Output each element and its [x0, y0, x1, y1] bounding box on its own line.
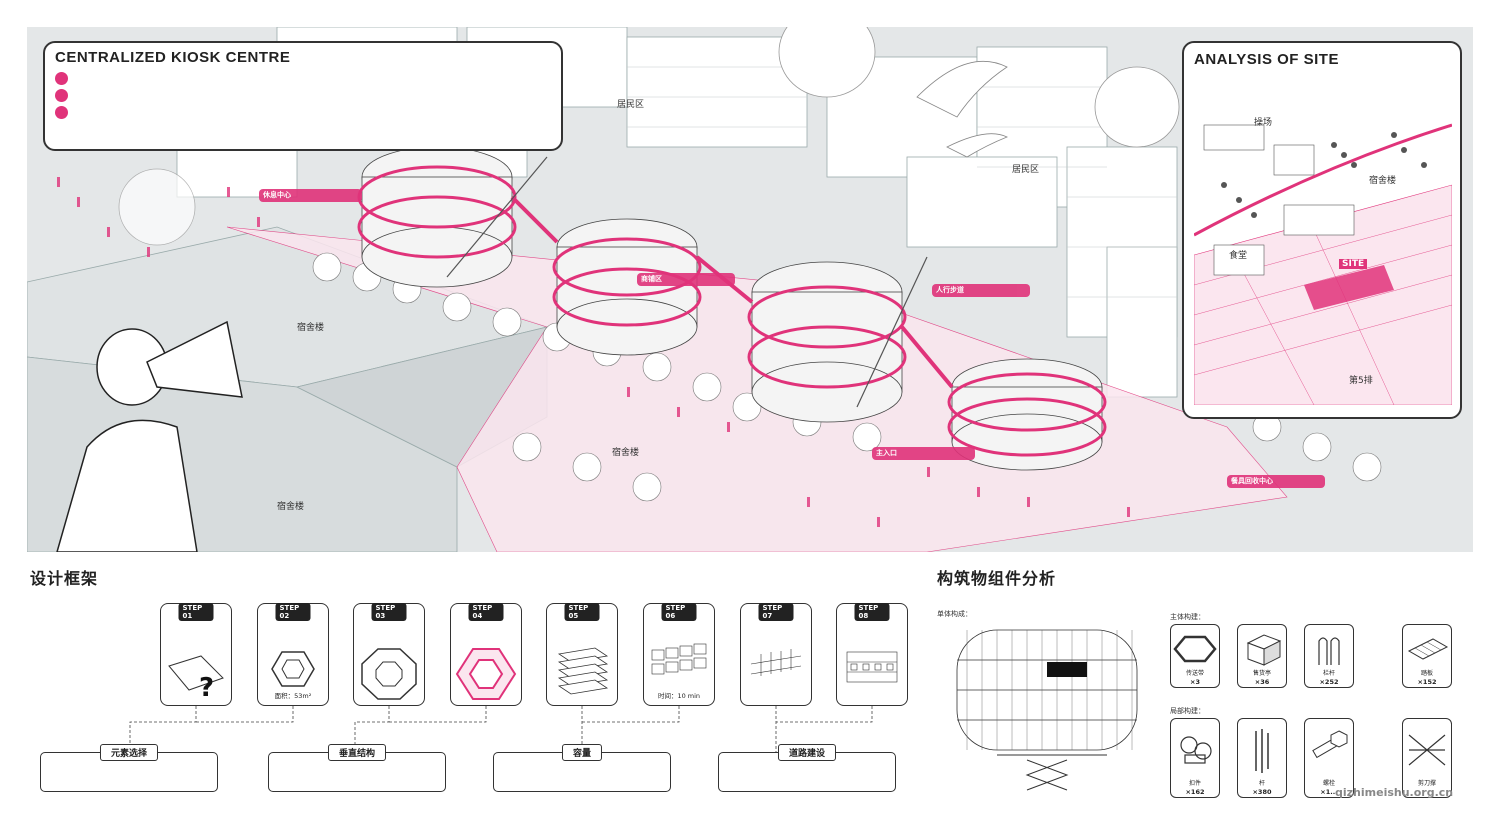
- step-text: [841, 621, 903, 643]
- component-scissor-brace: 剪刀撑: [1402, 718, 1452, 798]
- step-card-4: STEP 04: [450, 603, 522, 706]
- framework-box-head: 垂直结构: [327, 744, 387, 761]
- step-tag: STEP 03: [371, 603, 407, 621]
- components-intro: [937, 589, 1467, 609]
- callout-walkway: 人行步道: [932, 284, 1030, 297]
- component-pole: 杆 ×380: [1237, 718, 1287, 798]
- component-kiosk: 售货亭 ×36: [1237, 624, 1287, 688]
- site-label-row5: 第5排: [1349, 376, 1373, 386]
- step-text: [455, 621, 517, 643]
- question-mark-icon: ?: [168, 655, 224, 703]
- site-map: [1194, 105, 1452, 405]
- step-caption: 时间：10 min: [657, 692, 701, 700]
- main-title: CENTRALIZED KIOSK CENTRE: [55, 49, 291, 66]
- dorm-label-1: 宿舍楼: [297, 323, 325, 333]
- step-text: [165, 621, 227, 643]
- step-tag: STEP 05: [564, 603, 600, 621]
- framework-box-head: 元素选择: [99, 744, 159, 761]
- step-text: [745, 621, 807, 643]
- step-text: [648, 621, 710, 643]
- tread-icon: [1407, 638, 1449, 660]
- step-card-3: STEP 03: [353, 603, 425, 706]
- framework-box-head: 容量: [561, 744, 603, 761]
- step-card-7: STEP 07: [740, 603, 812, 706]
- hexagon-icon: [271, 651, 315, 687]
- octagon-ring-icon: [361, 648, 417, 700]
- conveyor-icon: [1173, 635, 1217, 663]
- step-tag: STEP 04: [468, 603, 504, 621]
- component-conveyor: 传送带 ×3: [1170, 624, 1220, 688]
- kiosk-elevation-drawing: [956, 629, 1138, 791]
- site-label-site: SITE: [1339, 259, 1368, 269]
- kiosk-centre-panel: CENTRALIZED KIOSK CENTRE: [43, 41, 563, 151]
- step-tag: STEP 02: [275, 603, 311, 621]
- step-text: [358, 621, 420, 643]
- component-tread: 踏板 ×152: [1402, 624, 1452, 688]
- framework-intro: [30, 633, 150, 703]
- components-title: 构筑物组件分析: [937, 569, 1057, 588]
- kiosk-grid-icon: [651, 643, 707, 675]
- site-title: ANALYSIS OF SITE: [1194, 51, 1339, 68]
- single-label: 单体构成：: [937, 610, 972, 618]
- svg-text:?: ?: [199, 673, 214, 703]
- site-label-playground: 操场: [1254, 118, 1273, 128]
- site-label-canteen: 食堂: [1229, 251, 1248, 261]
- step-text: [262, 621, 324, 643]
- step-card-1: STEP 01 ?: [160, 603, 232, 706]
- watermark: qizhimeishu.org.cn: [1335, 786, 1454, 799]
- step-text: [551, 621, 613, 643]
- callout-main-entrance: 主入口: [872, 447, 975, 460]
- framework-box-road: 道路建设: [718, 744, 896, 792]
- residential-label-1: 居民区: [617, 100, 645, 110]
- bullet-1: [55, 72, 68, 85]
- dorm-label-3: 宿舍楼: [277, 502, 305, 512]
- step-caption: 面积：53m²: [274, 692, 312, 700]
- component-railing: 栏杆 ×252: [1304, 624, 1354, 688]
- dorm-label-2: 宿舍楼: [612, 448, 640, 458]
- complete-structure-icon: [846, 651, 898, 683]
- step-tag: STEP 06: [661, 603, 697, 621]
- scissor-brace-icon: [1408, 734, 1446, 766]
- step-card-5: STEP 05: [546, 603, 618, 706]
- residential-label-2: 居民区: [1012, 165, 1040, 175]
- callout-shop-zone: 商铺区: [637, 273, 735, 286]
- callout-tableware-recycling: 餐具回收中心: [1227, 475, 1325, 488]
- step-tag: STEP 07: [758, 603, 794, 621]
- bullet-3: [55, 106, 68, 119]
- bolt-icon: [1312, 730, 1348, 759]
- pole-icon: [1255, 729, 1269, 773]
- step-card-8: STEP 08: [836, 603, 908, 706]
- callout-rest-centre: 休息中心: [259, 189, 362, 202]
- step-card-2: STEP 02 面积：53m²: [257, 603, 329, 706]
- framework-box-capacity: 容量: [493, 744, 671, 792]
- axonometric-drawing: CENTRALIZED KIOSK CENTRE ANALYSIS OF SIT…: [27, 27, 1473, 552]
- clamp-icon: [1180, 736, 1212, 764]
- site-analysis-panel: ANALYSIS OF SITE 操场 宿舍楼 食堂 SITE: [1182, 41, 1462, 419]
- site-axonometric-illustration: [27, 27, 1382, 552]
- walkway-ring-icon: [455, 648, 517, 700]
- bullet-2: [55, 89, 68, 102]
- local-build-label: 局部构建：: [1170, 707, 1205, 715]
- step-tag: STEP 01: [178, 603, 214, 621]
- framework-title: 设计框架: [30, 569, 99, 588]
- main-build-label: 主体构建：: [1170, 613, 1205, 621]
- framework-box-vertical: 垂直结构: [268, 744, 446, 792]
- component-clamp: 扣件 ×162: [1170, 718, 1220, 798]
- site-label-dorm: 宿舍楼: [1369, 176, 1397, 186]
- step-card-6: STEP 06 时间：10 min: [643, 603, 715, 706]
- kiosk-box-icon: [1246, 634, 1282, 666]
- stacked-floors-icon: [557, 647, 609, 695]
- framework-box-head: 道路建设: [777, 744, 837, 761]
- component-bolt: 螺栓 ×1...: [1304, 718, 1354, 798]
- step-tag: STEP 08: [854, 603, 890, 621]
- railing-icon: [1318, 637, 1340, 665]
- passage-icon: [750, 649, 802, 676]
- framework-box-elements: 元素选择: [40, 744, 218, 792]
